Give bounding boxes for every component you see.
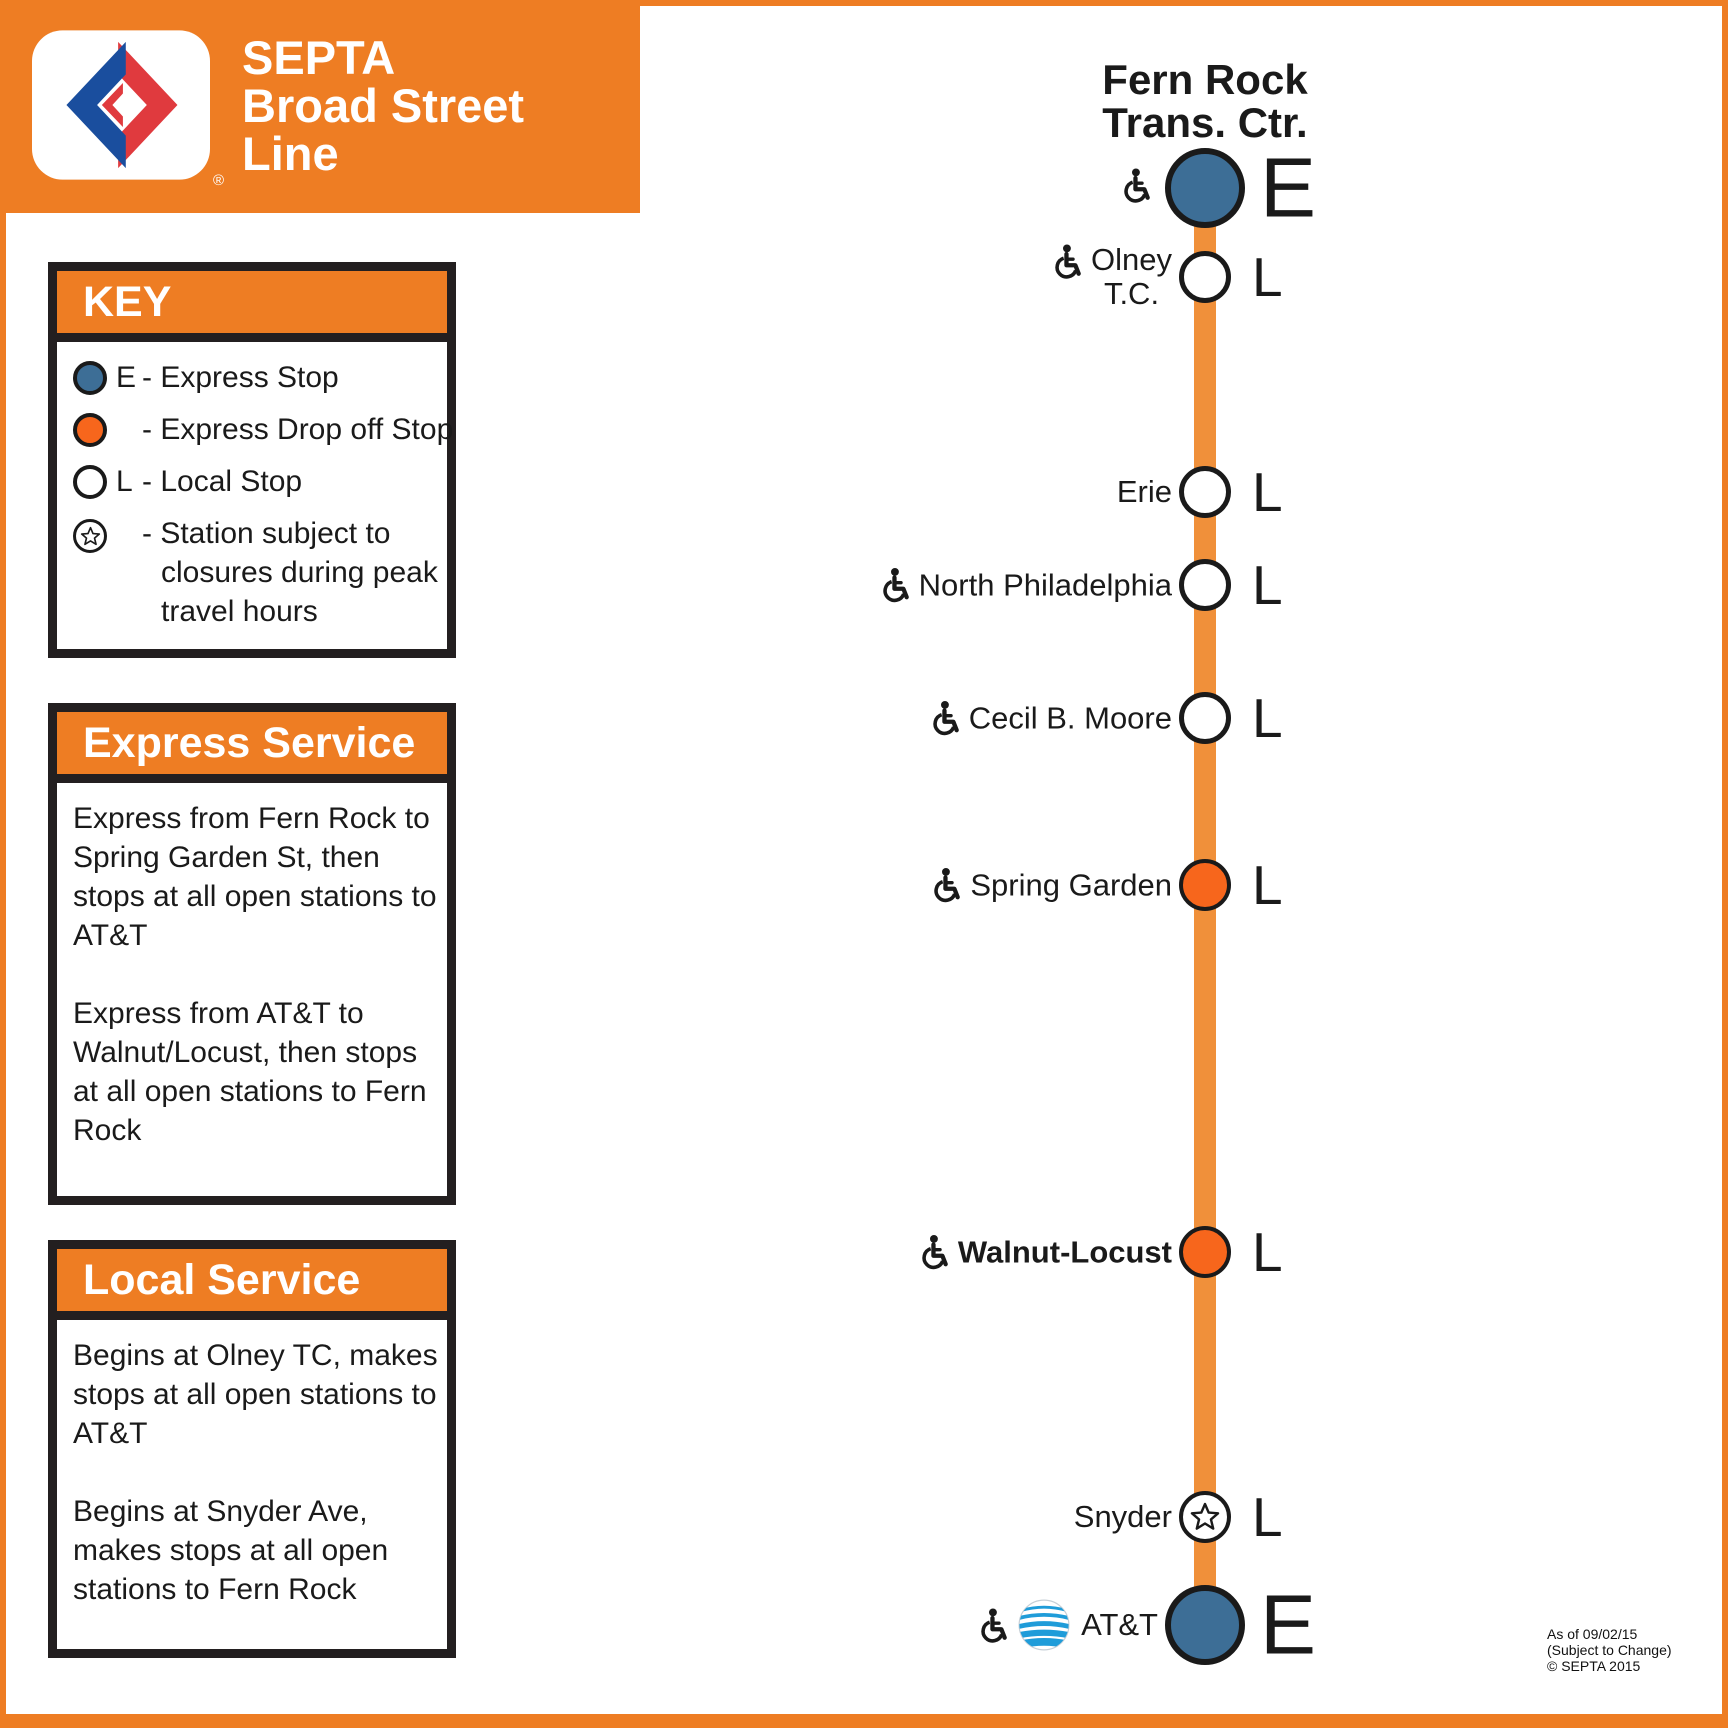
header-title-line: Broad Street — [242, 79, 525, 132]
footnote: As of 09/02/15 (Subject to Change) © SEP… — [1547, 1626, 1672, 1674]
key-title: KEY — [83, 277, 172, 326]
station-dot-local — [1179, 251, 1231, 303]
express-service-panel: Express Service Express from Fern Rock t… — [48, 703, 456, 1205]
express-stop-icon — [73, 360, 107, 395]
station-name: Spring Garden — [930, 867, 1172, 904]
key-row-local-stop: L - Local Stop — [73, 462, 439, 501]
express-drop-off-stop-icon — [73, 412, 107, 447]
station-dot-express-drop-off — [1179, 859, 1231, 911]
wheelchair-icon — [981, 1607, 1007, 1643]
service-letter: L — [1252, 687, 1283, 749]
station-dot-express-drop-off — [1179, 1226, 1231, 1278]
station-dot-local — [1179, 466, 1231, 518]
local-service-paragraph: Begins at Olney TC, makes stops at all o… — [73, 1339, 438, 1450]
local-stop-icon — [73, 464, 107, 499]
service-letter: L — [1252, 1486, 1283, 1548]
header-title: SEPTA Broad Street Line — [242, 34, 524, 178]
key-label: - Local Stop — [142, 465, 303, 498]
footnote-line: (Subject to Change) — [1547, 1642, 1672, 1658]
station-name: Walnut-Locust — [918, 1234, 1172, 1271]
station-name: AT&T — [977, 1598, 1158, 1652]
local-service-title: Local Service — [83, 1255, 361, 1304]
wheelchair-icon — [922, 1234, 948, 1270]
service-letter: L — [1252, 854, 1283, 916]
star-icon — [80, 526, 100, 545]
key-panel-header: KEY — [57, 271, 447, 342]
local-service-paragraph: Begins at Snyder Ave, makes stops at all… — [73, 1495, 389, 1606]
key-row-station-closures: - Station subject to closures during pea… — [73, 514, 439, 631]
service-letter: L — [1252, 246, 1283, 308]
service-letter: E — [1260, 140, 1317, 235]
express-service-paragraph: Express from Fern Rock to Spring Garden … — [73, 802, 437, 952]
key-row-express-drop-off-stop: - Express Drop off Stop — [73, 410, 453, 449]
header-title-line: SEPTA — [242, 31, 396, 84]
service-letter: L — [1252, 1221, 1283, 1283]
station-name: Snyder — [1073, 1499, 1172, 1534]
station-name: Cecil B. Moore — [929, 700, 1172, 737]
express-service-body: Express from Fern Rock to Spring Garden … — [57, 783, 447, 1150]
key-label: - Express Stop — [142, 361, 339, 394]
express-service-header: Express Service — [57, 712, 447, 783]
key-panel: KEY E - Express Stop - Express Drop off … — [48, 262, 456, 658]
local-service-panel: Local Service Begins at Olney TC, makes … — [48, 1240, 456, 1658]
express-service-paragraph: Express from AT&T to Walnut/Locust, then… — [73, 997, 427, 1147]
wheelchair-icon — [933, 700, 959, 736]
express-service-title: Express Service — [83, 718, 416, 767]
att-globe-icon — [1018, 1599, 1070, 1651]
station-name: North Philadelphia — [879, 567, 1172, 604]
station-dot-express — [1165, 1585, 1245, 1665]
station-dot-local — [1179, 692, 1231, 744]
footnote-line: © SEPTA 2015 — [1547, 1658, 1641, 1674]
key-letter: E — [116, 361, 137, 394]
station-dot-closure-star — [1179, 1491, 1231, 1543]
wheelchair-icon — [934, 867, 961, 903]
service-letter: L — [1252, 461, 1283, 523]
station-dot-express — [1165, 148, 1245, 228]
key-panel-body: E - Express Stop - Express Drop off Stop… — [57, 342, 453, 631]
key-label: - Station subject to closures during pea… — [142, 517, 438, 628]
key-row-express-stop: E - Express Stop — [73, 358, 439, 397]
header-title-line: Line — [242, 127, 339, 180]
key-letter: L — [116, 465, 133, 498]
local-service-body: Begins at Olney TC, makes stops at all o… — [57, 1320, 447, 1609]
local-service-header: Local Service — [57, 1249, 447, 1320]
closure-star-icon — [73, 519, 107, 553]
star-icon — [1190, 1502, 1220, 1530]
header: ® SEPTA Broad Street Line — [0, 0, 640, 213]
wheelchair-icon — [882, 567, 909, 603]
service-letter: E — [1260, 1577, 1317, 1672]
wheelchair-icon — [1055, 244, 1081, 279]
station-name: Olney T.C. — [1051, 243, 1172, 311]
station-dot-local — [1179, 559, 1231, 611]
registered-mark: ® — [213, 172, 225, 189]
key-label: - Express Drop off Stop — [142, 413, 454, 446]
footnote-line: As of 09/02/15 — [1547, 1626, 1638, 1642]
service-letter: L — [1252, 554, 1283, 616]
septa-logo — [32, 30, 210, 180]
station-name: Fern Rock Trans. Ctr. — [1102, 56, 1308, 146]
station-name: Erie — [1116, 474, 1172, 509]
wheelchair-icon — [1120, 167, 1150, 209]
